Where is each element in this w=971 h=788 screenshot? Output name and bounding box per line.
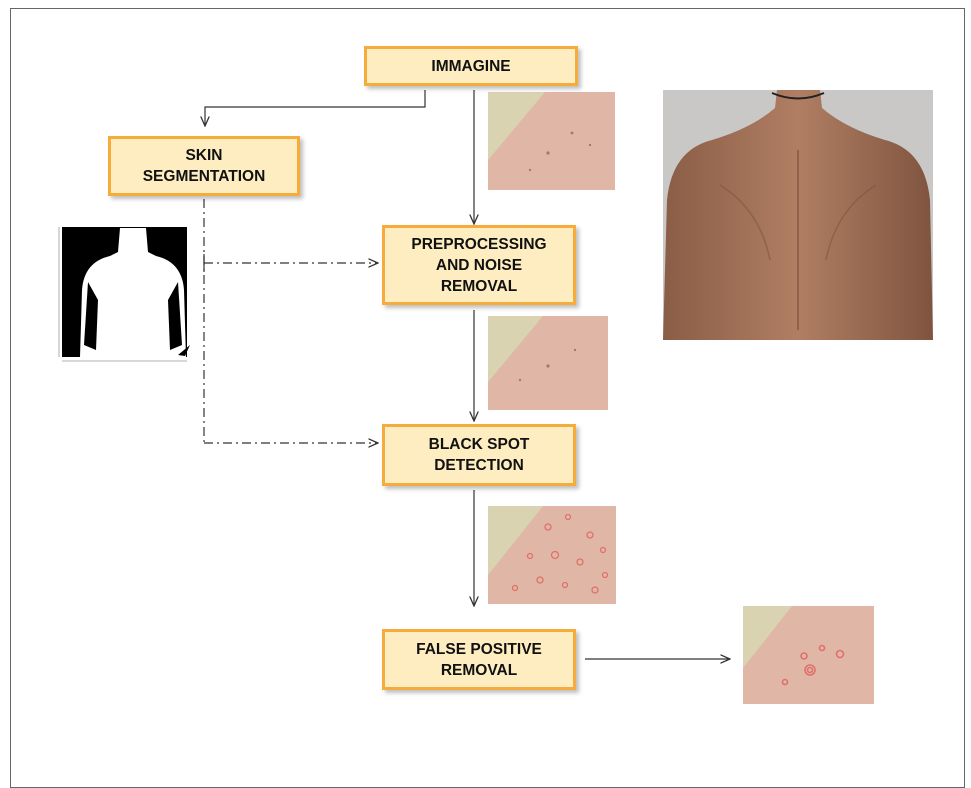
segmentation-mask-thumbnail [59, 227, 190, 361]
box-black-spot-detection: BLACK SPOT DETECTION [382, 424, 576, 486]
skin-patch-thumbnail-3 [488, 506, 616, 604]
box-skin-segmentation: SKIN SEGMENTATION [108, 136, 300, 196]
skin-patch-thumbnail-1 [488, 92, 615, 190]
skin-patch-thumbnail-result [743, 606, 874, 704]
box-false-positive-removal: FALSE POSITIVE REMOVAL [382, 629, 576, 690]
skin-patch-thumbnail-2 [488, 316, 608, 410]
back-photo [663, 90, 933, 340]
arrow-immagine-to-skin [205, 90, 425, 126]
box-preprocessing: PREPROCESSING AND NOISE REMOVAL [382, 225, 576, 305]
box-immagine: IMMAGINE [364, 46, 578, 86]
